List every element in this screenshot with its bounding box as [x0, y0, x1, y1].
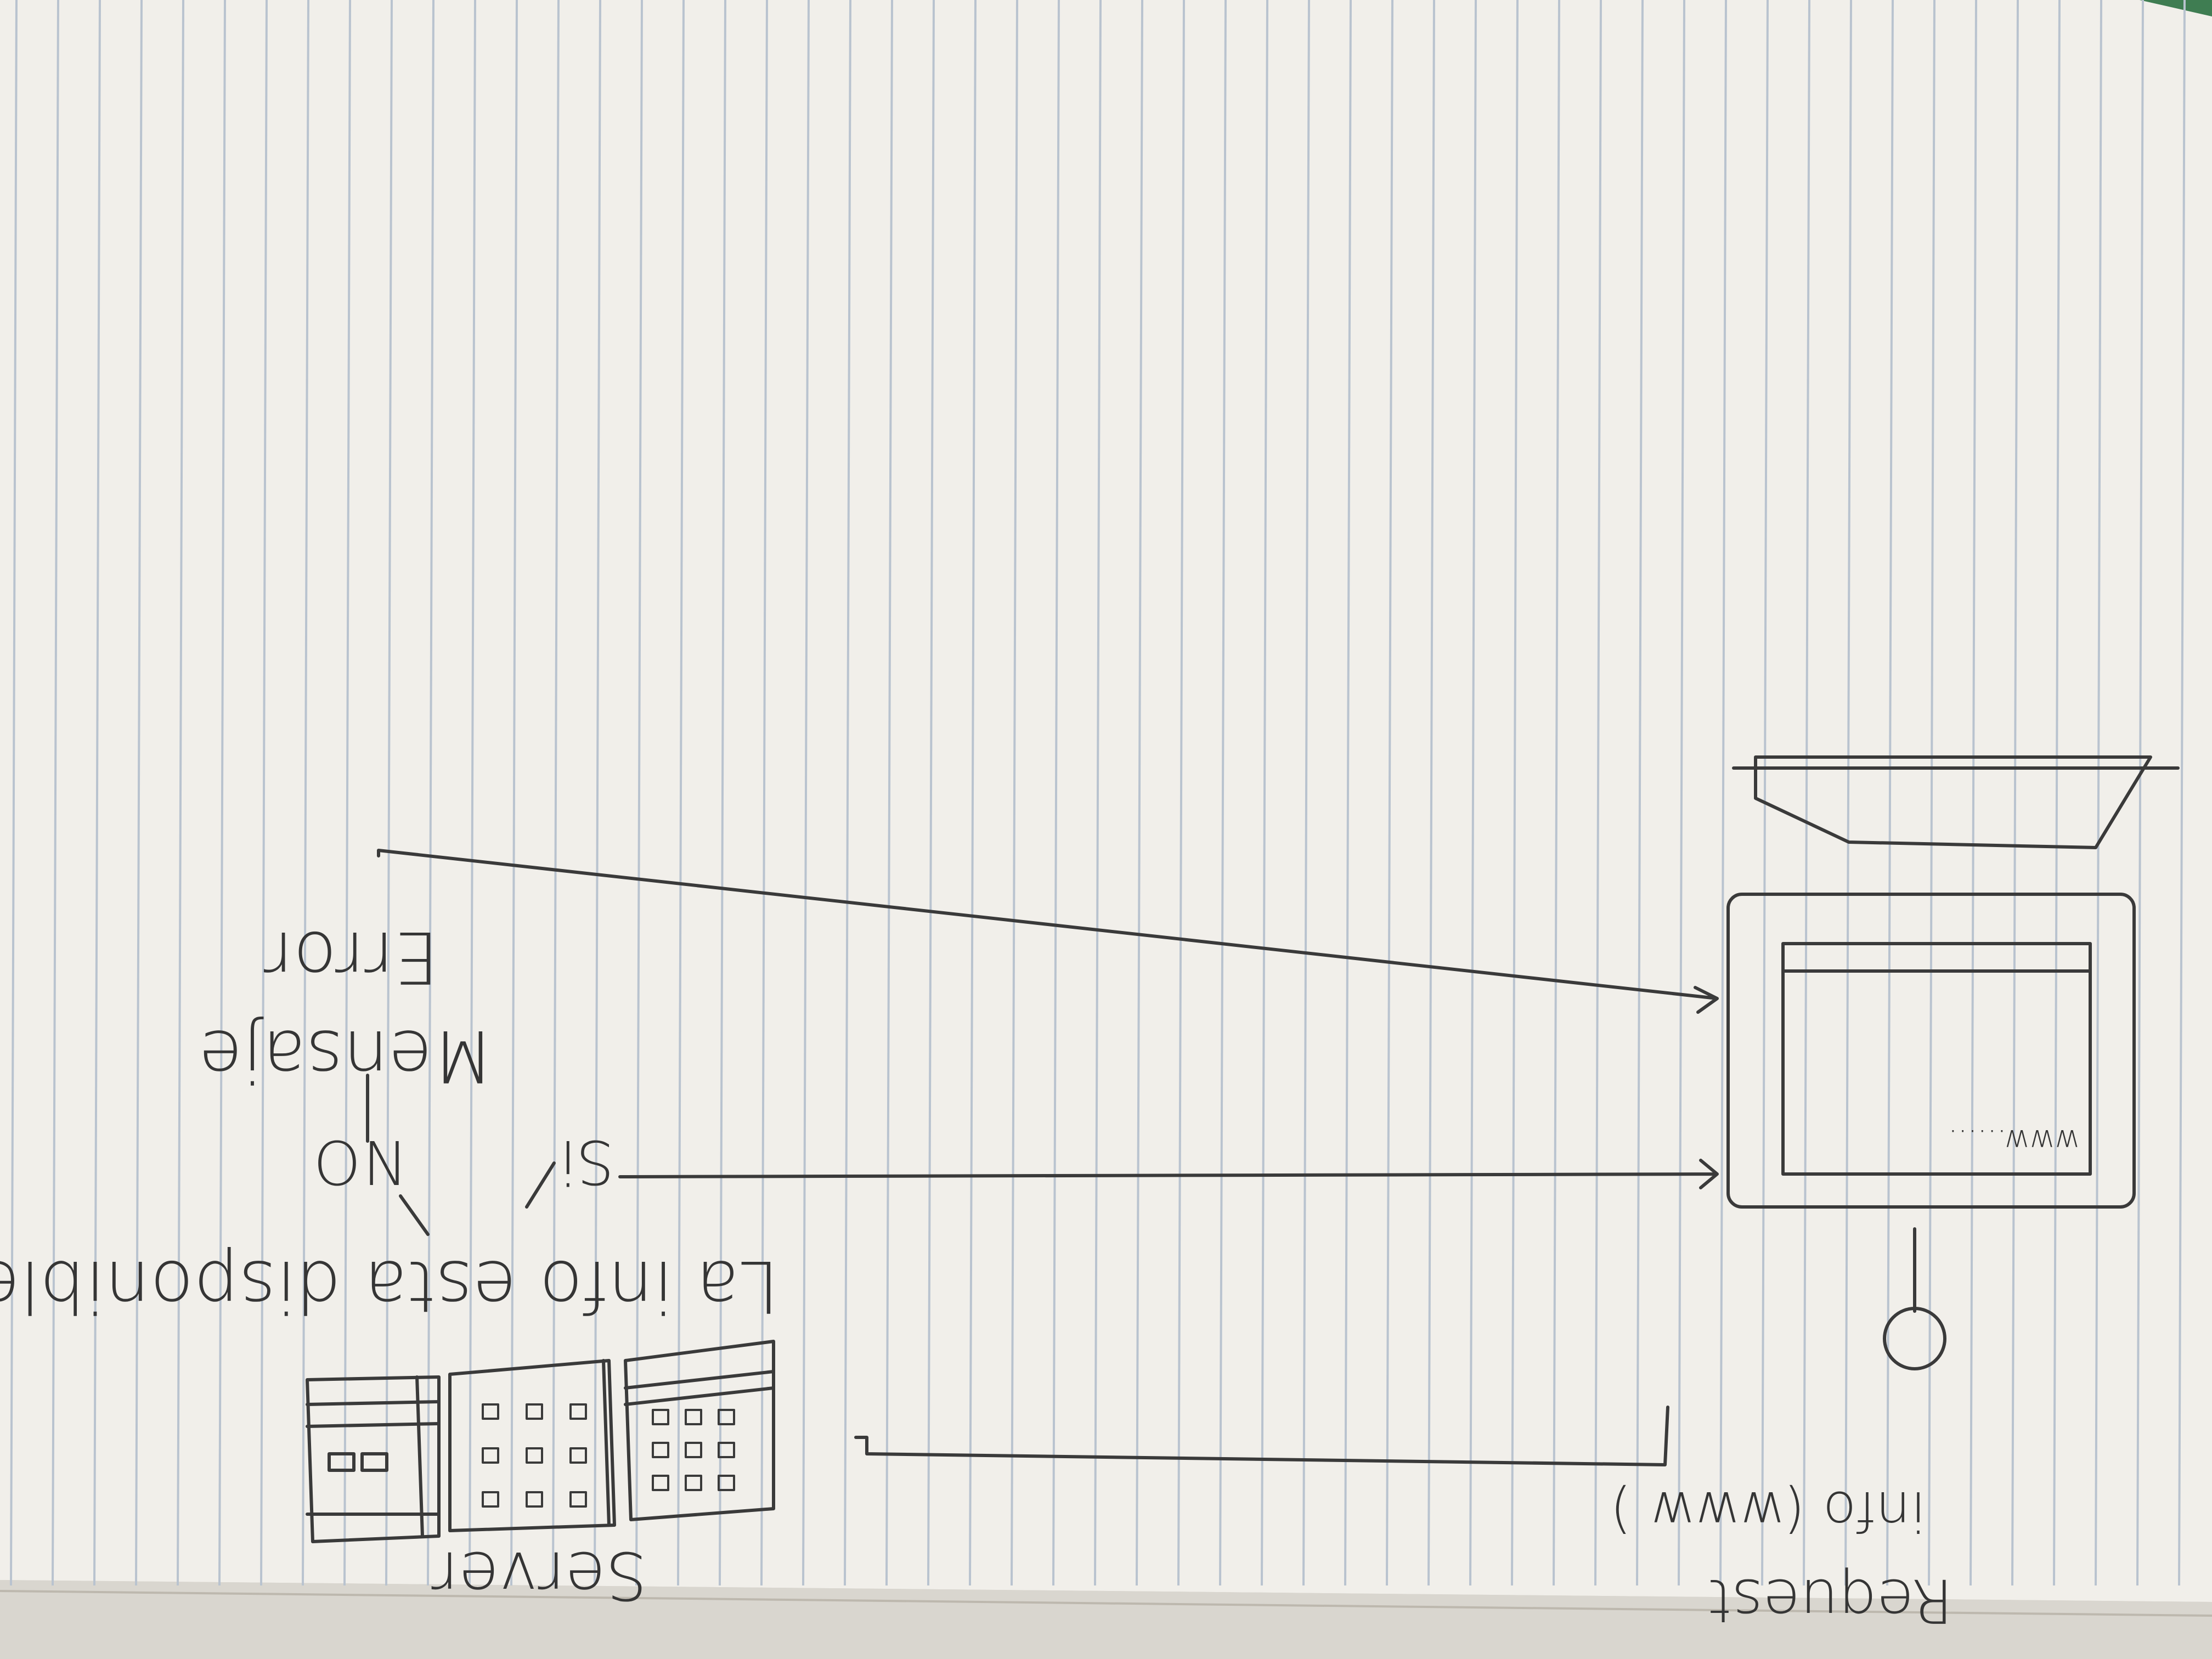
ruled-line: [1553, 0, 1560, 1586]
ruled-line: [1636, 0, 1644, 1586]
ruled-line: [1928, 0, 1936, 1586]
server-rack-1: [624, 1340, 775, 1521]
ruled-line: [1344, 0, 1352, 1586]
ruled-line: [1094, 0, 1102, 1586]
ruled-line: [635, 0, 643, 1586]
info-www-label: info (www ): [1610, 1479, 1926, 1543]
server-rack-3: [306, 1375, 441, 1543]
server-rack-2: [448, 1359, 616, 1532]
si-arrow: [618, 1159, 1719, 1189]
server-slot: [652, 1442, 669, 1458]
ruled-line: [1469, 0, 1477, 1586]
ruled-line: [385, 0, 393, 1586]
ruled-line: [594, 0, 601, 1586]
ruled-line: [802, 0, 810, 1586]
ruled-line: [177, 0, 184, 1586]
server-slot: [526, 1491, 543, 1508]
error-label-line2: Error: [263, 916, 439, 999]
server-slot: [482, 1447, 499, 1464]
question-label: La info esta disponible: [0, 1245, 779, 1328]
no-label: NO: [313, 1127, 406, 1197]
ruled-line: [1970, 0, 1977, 1586]
ruled-line: [1052, 0, 1060, 1586]
server-slot: [526, 1447, 543, 1464]
ruled-line: [844, 0, 851, 1586]
ruled-line: [927, 0, 935, 1586]
monitor-screen: [1781, 942, 2092, 1176]
server-slot: [482, 1403, 499, 1420]
ruled-line: [302, 0, 309, 1586]
ruled-line: [1719, 0, 1727, 1586]
ruled-line: [719, 0, 726, 1586]
ruled-line: [1219, 0, 1227, 1586]
server-slot: [482, 1491, 499, 1508]
error-arrow: [377, 849, 1719, 1014]
server-slot: [685, 1475, 702, 1491]
computer-monitor-drawing: www......: [1726, 755, 2180, 1370]
ruled-line: [2053, 0, 2061, 1586]
notebook-page: [0, 0, 2212, 1602]
ruled-line: [343, 0, 351, 1586]
monitor-knob: [1883, 1307, 1946, 1370]
ruled-line: [2011, 0, 2019, 1586]
page-below: [0, 1580, 2212, 1659]
server-slot: [526, 1403, 543, 1420]
ruled-line: [510, 0, 518, 1586]
ruled-line: [969, 0, 977, 1586]
ruled-lines: [10, 0, 2186, 1586]
server-slot: [718, 1475, 735, 1491]
server-label: Server: [431, 1537, 647, 1613]
url-scribble: www......: [1948, 1122, 2079, 1158]
ruled-line: [1386, 0, 1393, 1586]
ruled-line: [469, 0, 476, 1586]
ruled-line: [218, 0, 226, 1586]
ruled-line: [552, 0, 560, 1586]
server-slot: [569, 1447, 587, 1464]
ruled-line: [1844, 0, 1852, 1586]
ruled-line: [93, 0, 101, 1586]
server-slot: [569, 1403, 587, 1420]
ruled-line: [2095, 0, 2102, 1586]
ruled-line: [135, 0, 143, 1586]
server-slot: [652, 1409, 669, 1425]
ruled-line: [677, 0, 685, 1586]
ruled-line: [1678, 0, 1685, 1586]
ruled-line: [1302, 0, 1310, 1586]
ruled-line: [760, 0, 768, 1586]
ruled-line: [1511, 0, 1519, 1586]
ruled-line: [427, 0, 435, 1586]
si-label: Si: [560, 1127, 614, 1197]
server-slot: [718, 1442, 735, 1458]
ruled-line: [1594, 0, 1602, 1586]
corner-green: [2140, 0, 2212, 16]
monitor-frame: [1726, 893, 2136, 1209]
ruled-line: [1803, 0, 1810, 1586]
ruled-line: [1261, 0, 1268, 1586]
server-drawing: Server: [306, 1340, 775, 1613]
ruled-line: [1761, 0, 1769, 1586]
request-arrow: Request info (www ): [854, 1406, 1953, 1636]
server-slot: [685, 1409, 702, 1425]
server-slot: [718, 1409, 735, 1425]
ruled-line: [10, 0, 18, 1586]
ruled-line: [52, 0, 59, 1586]
error-label-line1: Mensaje: [199, 1014, 494, 1098]
server-slot: [569, 1491, 587, 1508]
ruled-line: [260, 0, 268, 1586]
ruled-line: [1011, 0, 1018, 1586]
ruled-line: [1177, 0, 1185, 1586]
ruled-line: [2178, 0, 2186, 1586]
server-slot: [652, 1475, 669, 1491]
monitor-stand: [1754, 755, 2152, 849]
request-label: Request: [1708, 1566, 1953, 1636]
ruled-line: [885, 0, 893, 1586]
ruled-line: [1136, 0, 1143, 1586]
ruled-line: [2136, 0, 2144, 1586]
server-slot: [685, 1442, 702, 1458]
decision: La info esta disponible Si NO Mensaje Er…: [0, 849, 1719, 1328]
ruled-line: [1427, 0, 1435, 1586]
